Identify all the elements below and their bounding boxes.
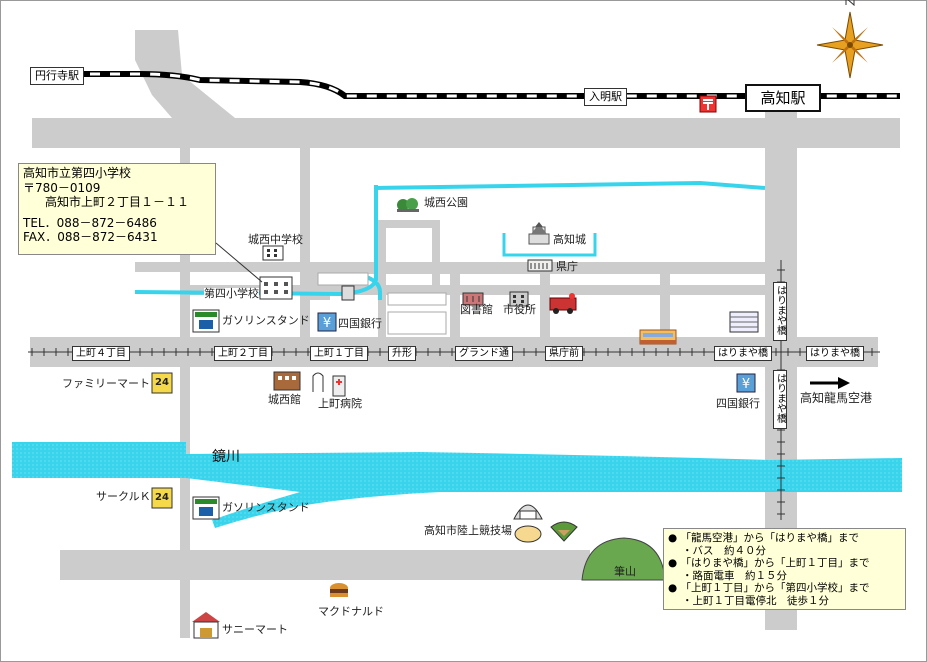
tram-stop-harimaya-west: はりまや橋 [714, 346, 772, 361]
label-city-hall: 市役所 [503, 303, 536, 316]
gas-station-icon-2 [192, 496, 220, 520]
label-shikoku-bank-2: 四国銀行 [716, 397, 760, 410]
label-circle-k-24: 24 [155, 492, 169, 503]
station-iriake: 入明駅 [584, 88, 627, 106]
road-northwest [135, 30, 235, 118]
kagami-river [12, 442, 902, 528]
park-icon [397, 198, 419, 212]
tram-stop-harimaya-south: はりまや橋 [773, 370, 787, 429]
access-line-5: ● 「上町１丁目」から「第四小学校」まで [668, 582, 870, 595]
access-line-4: ・路面電車 約１５分 [682, 569, 787, 582]
label-airport: 高知龍馬空港 [800, 391, 873, 405]
label-family-mart: ファミリーマート [62, 377, 150, 390]
city-hall-icon [509, 291, 529, 307]
school-name: 高知市立第四小学校 [23, 166, 132, 180]
school-icon [259, 276, 293, 300]
label-kochi-castle: 高知城 [553, 233, 586, 246]
station-enkouji: 円行寺駅 [30, 67, 84, 85]
waterways [12, 180, 902, 528]
label-josei-junior-high: 城西中学校 [248, 233, 303, 246]
label-gas-station-2: ガソリンスタンド [222, 501, 310, 514]
road-west-avenue [180, 148, 190, 638]
tram-stop-kencho-mae: 県庁前 [545, 346, 583, 361]
label-circle-k: サークルＫ [96, 490, 151, 503]
access-line-6: ・上町１丁目電停北 徒歩１分 [682, 594, 829, 607]
road-v3 [450, 262, 460, 338]
convenience-store-icon [151, 372, 173, 394]
label-gas-station-1: ガソリンスタンド [222, 314, 310, 327]
city-blocks [317, 272, 447, 335]
tram-stop-kamimachi-4: 上町４丁目 [72, 346, 130, 361]
access-line-1: ● 「龍馬空港」から「はりまや橋」まで [668, 532, 860, 544]
road-v4 [540, 262, 550, 338]
label-josei-park: 城西公園 [424, 196, 468, 209]
label-family-mart-24: 24 [155, 377, 169, 388]
tram-stop-masugata: 升形 [388, 346, 416, 361]
label-mcdonalds: マクドナルド [318, 605, 384, 618]
stadium-icon [513, 504, 543, 543]
road-v6 [432, 220, 440, 290]
gas-station-icon [192, 309, 220, 333]
road-north-main [32, 118, 900, 148]
prefecture-office-icon [527, 259, 553, 272]
bank-icon: ¥ [317, 312, 337, 332]
road-v5 [660, 262, 670, 338]
post-office-icon [699, 95, 717, 113]
access-info-box: ● 「龍馬空港」から「はりまや橋」まで ・バス 約４０分 ● 「はりまや橋」から… [663, 528, 906, 610]
label-mt-tsukiyama: 筆山 [614, 565, 636, 578]
school-postal: 〒780－0109 [23, 180, 101, 195]
tram-icon [639, 329, 677, 345]
castle-icon [528, 222, 550, 245]
access-line-2: ・バス 約４０分 [682, 544, 766, 557]
hamburger-icon [330, 583, 348, 597]
label-daiyon-elementary: 第四小学校 [204, 287, 259, 300]
road-south [60, 550, 590, 580]
hospital-icon [312, 372, 346, 397]
tram-stop-kamimachi-2: 上町２丁目 [214, 346, 272, 361]
label-kamimachi-hospital: 上町病院 [318, 397, 362, 410]
label-shikoku-bank-1: 四国銀行 [338, 317, 382, 330]
hotel-icon [273, 371, 301, 391]
school-fax: FAX．088－872－6431 [23, 230, 158, 244]
castle-moat [502, 233, 597, 257]
label-sunny-mart: サニーマート [222, 623, 288, 636]
road-v1 [300, 148, 310, 338]
road-mid [190, 285, 765, 295]
bank-icon-2: ¥ [736, 373, 756, 393]
school-tel: TEL．088－872－6486 [23, 215, 157, 230]
mt-tsukiyama-shape [581, 537, 666, 581]
railway-line [30, 71, 900, 99]
tram-stop-ground-dori: グランド通 [455, 346, 513, 361]
access-line-3: ● 「はりまや橋」から「上町１丁目」まで [668, 557, 870, 570]
label-stadium: 高知市陸上競技場 [424, 524, 512, 537]
tram-stop-harimaya-north: はりまや橋 [773, 282, 787, 341]
station-kochi: 高知駅 [745, 84, 821, 112]
svg-text:¥: ¥ [742, 377, 750, 392]
label-kagami-river: 鏡川 [212, 449, 240, 465]
compass-rose-icon [816, 0, 884, 79]
school-address: 高知市上町２丁目１－１１ [45, 195, 190, 209]
road-h6 [382, 220, 440, 228]
label-library: 図書館 [460, 303, 493, 316]
school-info-box: 高知市立第四小学校 〒780－0109 高知市上町２丁目１－１１ TEL．088… [18, 163, 216, 255]
tram-stop-harimaya-east: はりまや橋 [806, 346, 864, 361]
label-joseikan: 城西館 [268, 393, 301, 406]
tram-stop-kamimachi-1: 上町１丁目 [310, 346, 368, 361]
label-prefecture-office: 県庁 [556, 260, 578, 273]
canal-north [375, 180, 766, 190]
convenience-store-icon-2 [151, 487, 173, 509]
svg-text:¥: ¥ [323, 316, 331, 331]
airport-arrow-icon [810, 377, 850, 389]
building-icon [341, 285, 355, 301]
road-v2 [378, 220, 386, 338]
library-icon [462, 292, 484, 306]
junior-high-school-icon [262, 245, 284, 261]
shop-icon [192, 612, 220, 639]
fire-truck-icon [549, 293, 577, 314]
office-building-icon [729, 311, 759, 333]
baseball-field-icon [550, 521, 578, 542]
